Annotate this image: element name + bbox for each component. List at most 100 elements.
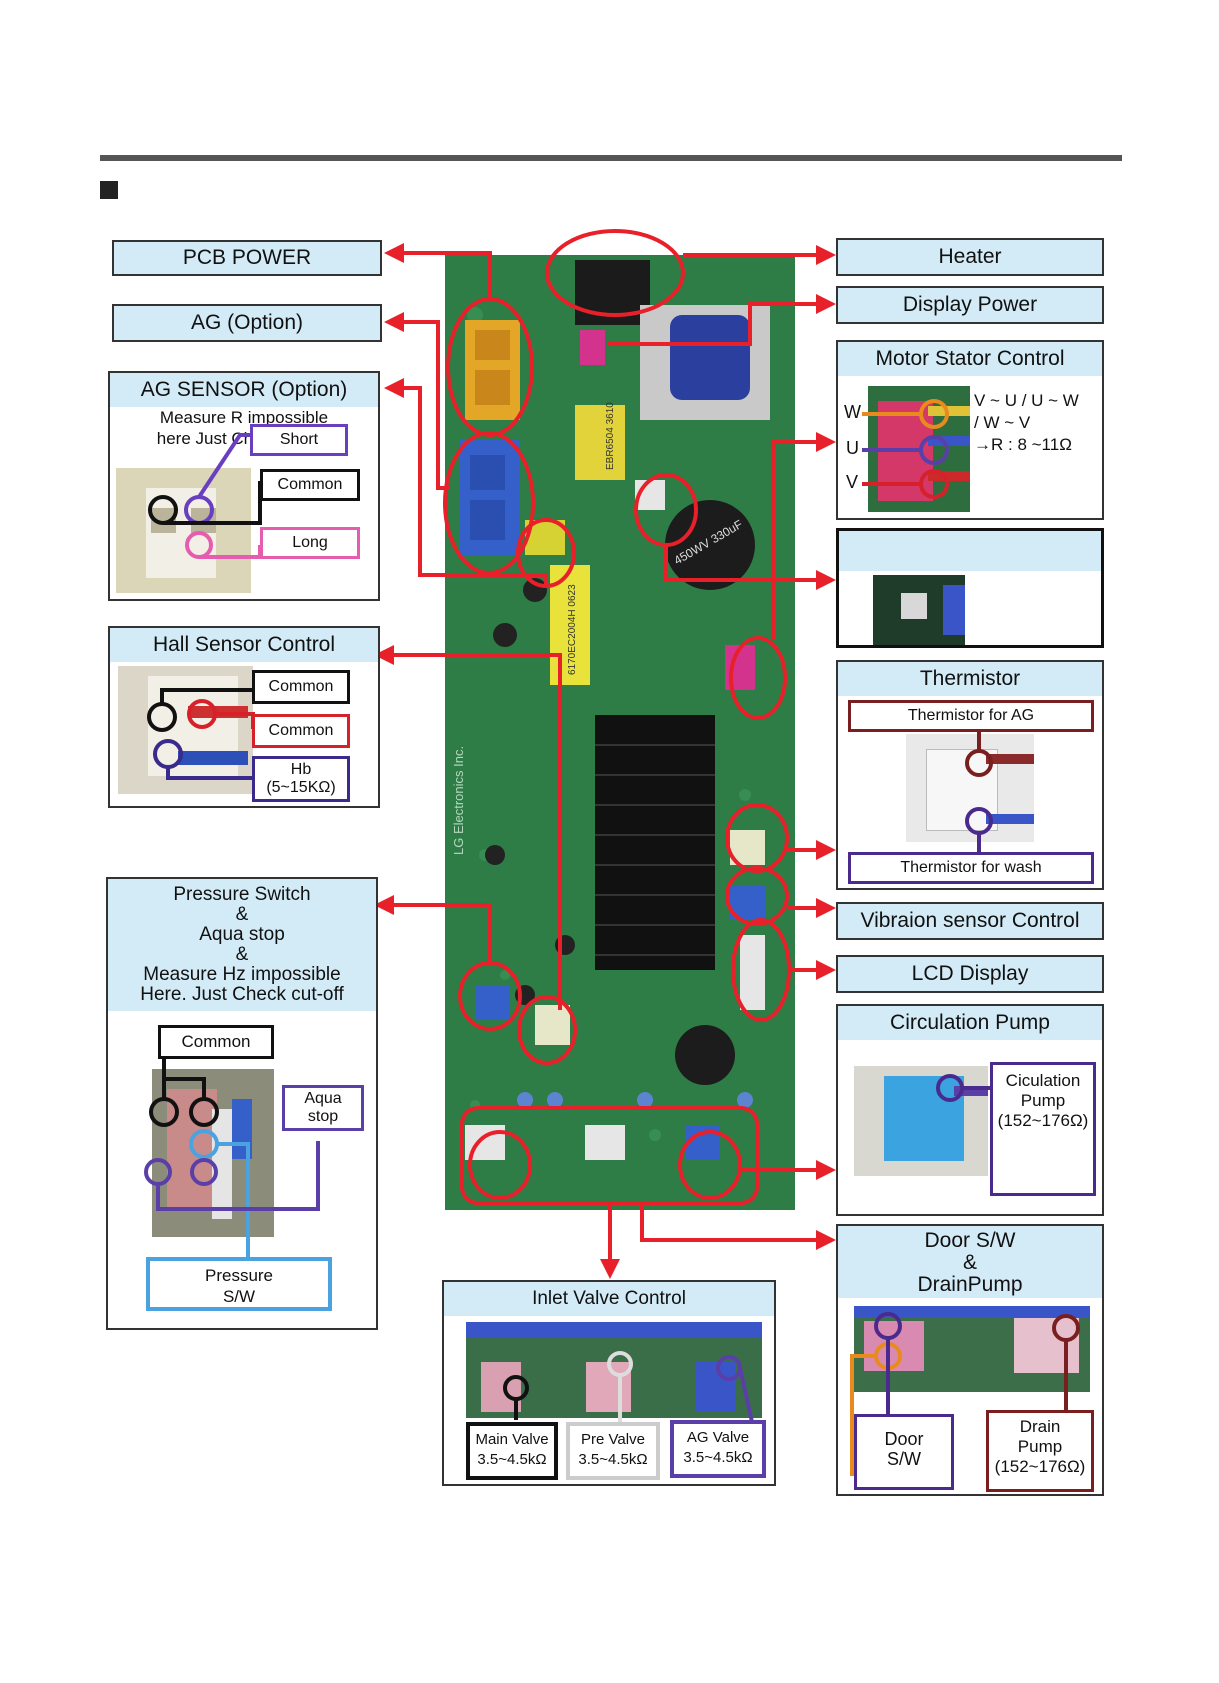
pressure-header: Pressure Switch & Aqua stop & Measure Hz… [108, 879, 376, 1011]
connector-detail-header [839, 531, 1101, 571]
main-valve-text-1: Main Valve [475, 1431, 549, 1448]
hall-sensor-title: Hall Sensor Control [110, 628, 378, 662]
section-bullet-icon [100, 181, 118, 199]
ag-valve-tag: AG Valve 3.5~4.5kΩ [670, 1420, 766, 1478]
pressure-title-3: Aqua stop [199, 924, 285, 945]
hall-sensor-panel: Hall Sensor Control Common Common Hb (5~… [108, 626, 380, 808]
hall-common1-text: Common [268, 678, 334, 695]
thermistor-wash-tag: Thermistor for wash [848, 852, 1094, 884]
pressure-sw-tag: Pressure S/W [146, 1257, 332, 1311]
circulation-pump-photo [854, 1066, 988, 1176]
inlet-valve-title: Inlet Valve Control [444, 1282, 774, 1316]
board-brand-text: LG Electronics Inc. [451, 746, 466, 855]
door-sw-text-2: S/W [887, 1449, 921, 1469]
ag-valve-text-1: AG Valve [686, 1429, 750, 1446]
motor-stator-title: Motor Stator Control [838, 342, 1102, 376]
inlet-valve-leaders [503, 1351, 754, 1423]
pressure-common-text: Common [181, 1032, 251, 1051]
ag-sensor-note-1: Measure R impossible [159, 408, 329, 427]
motor-u-label: U [846, 438, 859, 458]
door-title-1: Door S/W [924, 1229, 1016, 1252]
pre-valve-text-2: 3.5~4.5kΩ [578, 1451, 648, 1468]
thermistor-ag-tag: Thermistor for AG [848, 700, 1094, 732]
ag-long-tag: Long [260, 527, 360, 559]
hall-sensor-leaders [147, 688, 255, 780]
pre-valve-tag: Pre Valve 3.5~4.5kΩ [566, 1422, 660, 1480]
pressure-switch-panel: Pressure Switch & Aqua stop & Measure Hz… [106, 877, 378, 1330]
vibration-sensor-label: Vibraion sensor Control [836, 902, 1104, 940]
pressure-common-tag: Common [158, 1025, 274, 1059]
aqua-stop-text-2: stop [307, 1108, 339, 1125]
thermistor-title: Thermistor [838, 662, 1102, 696]
drain-pump-text-3: (152~176Ω) [994, 1457, 1086, 1476]
lcd-display-label: LCD Display [836, 955, 1104, 993]
inlet-valve-panel: Inlet Valve Control Main Valve 3.5~4.5kΩ… [442, 1280, 776, 1486]
circulation-pump-tag: Ciculation Pump (152~176Ω) [990, 1062, 1096, 1196]
main-valve-tag: Main Valve 3.5~4.5kΩ [466, 1422, 558, 1480]
motor-v-label: V [846, 472, 859, 492]
thermistor-leaders [965, 732, 993, 852]
thermistor-ag-text: Thermistor for AG [907, 707, 1035, 724]
hall-hb-text-1: Hb [290, 761, 312, 778]
vibration-sensor-text: Vibraion sensor Control [860, 909, 1080, 932]
pressure-title-1: Pressure Switch [173, 884, 311, 905]
pcb-power-text: PCB POWER [182, 246, 312, 269]
motor-stator-leaders [862, 399, 949, 499]
pressure-title-4: & [235, 944, 249, 965]
aqua-stop-text-1: Aqua [304, 1090, 342, 1107]
heater-text: Heater [938, 245, 1002, 268]
relay1-text: EBR6504 3610 [605, 402, 616, 470]
aqua-stop-tag: Aqua stop [282, 1085, 364, 1131]
pressure-sw-text-1: Pressure [204, 1266, 274, 1285]
ag-short-tag: Short [250, 424, 348, 456]
drain-pump-text-1: Drain [1019, 1417, 1061, 1436]
door-sw-text-1: Door [884, 1429, 924, 1449]
door-drain-header: Door S/W & DrainPump [838, 1226, 1102, 1298]
hall-hb-text-2: (5~15KΩ) [266, 779, 336, 796]
pre-valve-text-1: Pre Valve [581, 1431, 645, 1448]
connector-detail-panel [836, 528, 1104, 648]
pressure-title-5: Measure Hz impossible [143, 964, 341, 985]
circulation-text-2: Pump [1020, 1091, 1066, 1110]
door-drain-panel: Door S/W & DrainPump Door S/W Drain Pump… [836, 1224, 1104, 1496]
pressure-title-6: Here. Just Check cut-off [140, 984, 344, 1005]
motor-formula-2: / W ~ V [974, 413, 1031, 432]
pressure-sw-text-2: S/W [222, 1287, 256, 1306]
ag-option-label: AG (Option) [112, 304, 382, 342]
drain-pump-tag: Drain Pump (152~176Ω) [986, 1410, 1094, 1492]
lcd-display-text: LCD Display [911, 962, 1029, 985]
relay2-text: 6170EC2004H 0623 [567, 584, 578, 675]
main-valve-text-2: 3.5~4.5kΩ [477, 1451, 547, 1468]
ag-option-text: AG (Option) [190, 311, 304, 334]
motor-formula-3: →R : 8 ~11Ω [974, 435, 1072, 454]
drain-pump-text-2: Pump [1017, 1437, 1063, 1456]
ag-sensor-title: AG SENSOR (Option) [110, 373, 378, 407]
circulation-leaders [936, 1074, 990, 1102]
display-power-label: Display Power [836, 286, 1104, 324]
display-power-text: Display Power [902, 293, 1038, 316]
ag-long-text: Long [292, 534, 328, 551]
pcb-power-label: PCB POWER [112, 240, 382, 276]
motor-w-label: W [844, 402, 861, 422]
thermistor-panel: Thermistor Thermistor for AG Thermistor … [836, 660, 1104, 890]
top-rule [100, 155, 1122, 161]
door-drain-photo [854, 1306, 1090, 1392]
motor-formula-1: V ~ U / U ~ W [974, 391, 1079, 410]
connector-detail-photo [873, 575, 965, 645]
circulation-text-1: Ciculation [1005, 1071, 1081, 1090]
door-sw-tag: Door S/W [854, 1414, 954, 1490]
ag-valve-text-2: 3.5~4.5kΩ [683, 1449, 753, 1466]
pcb-board: LG Electronics Inc. 450WV 330uF EBR6504 … [445, 255, 795, 1210]
door-drain-leaders [850, 1312, 1080, 1476]
door-title-2: & [962, 1251, 977, 1274]
circulation-text-3: (152~176Ω) [997, 1111, 1089, 1130]
pressure-title-2: & [235, 904, 249, 925]
hall-common1-tag: Common [252, 670, 350, 704]
ag-short-text: Short [279, 431, 319, 448]
hall-hb-tag: Hb (5~15KΩ) [252, 756, 350, 802]
motor-formula: V ~ U / U ~ W / W ~ V →R : 8 ~11Ω [974, 390, 1079, 456]
circulation-pump-panel: Circulation Pump Ciculation Pump (152~17… [836, 1004, 1104, 1216]
door-title-3: DrainPump [917, 1273, 1023, 1296]
thermistor-photo [906, 734, 1034, 842]
